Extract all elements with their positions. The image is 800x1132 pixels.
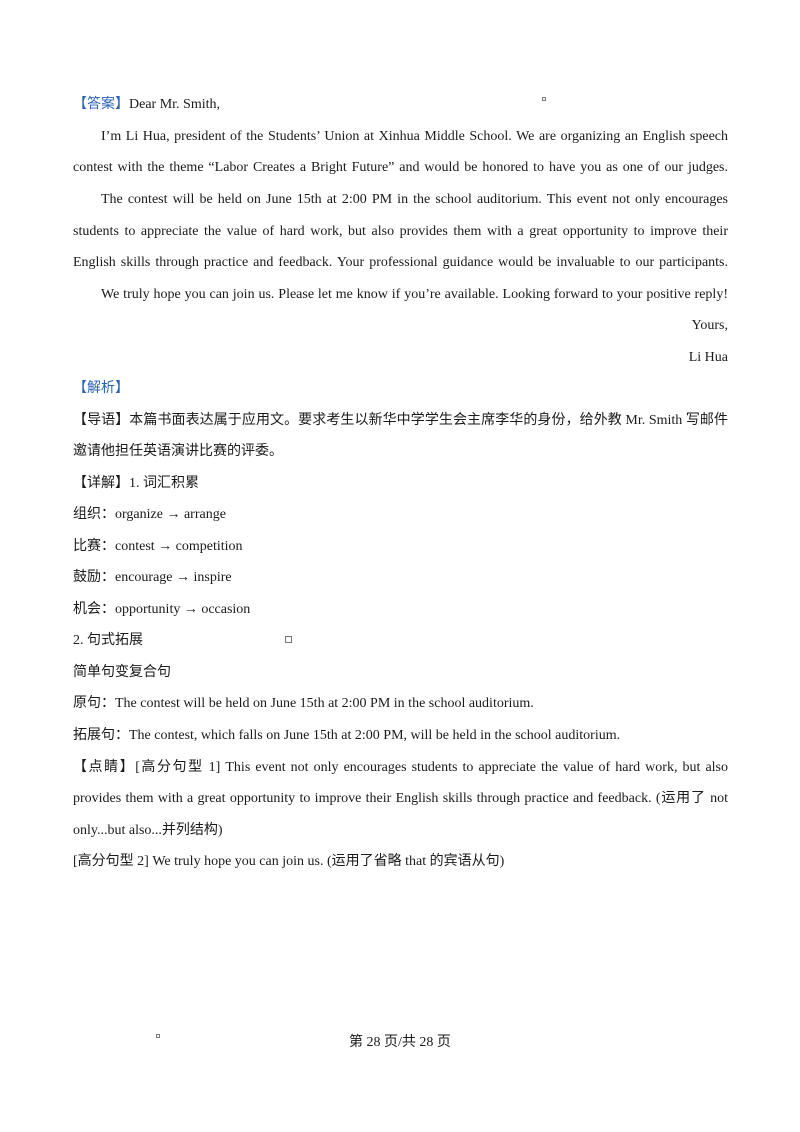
guide-line-1: 【导语】本篇书面表达属于应用文。要求考生以新华中学学生会主席李华的身份，给外教 … [73,411,728,431]
paragraph-1-line-2: contest with the theme “Labor Creates a … [73,160,728,175]
expanded-sentence: 拓展句：The contest, which falls on June 15t… [73,728,621,743]
scan-mark [542,97,546,101]
vocab-item: 鼓励：encourage → inspire [73,570,232,585]
guide-tag: 【导语】 [73,413,130,428]
scan-mark [156,1034,160,1038]
paragraph-1-line-1: I’m Li Hua, president of the Students’ U… [101,129,728,144]
page-number-footer: 第 28 页/共 28 页 [349,1035,451,1050]
vocab-item: 组织：organize → arrange [73,507,226,522]
signature: Li Hua [688,350,728,365]
section-1-title: 1. 词汇积累 [129,476,199,491]
closing: Yours, [691,318,728,333]
detail-tag: 【详解】 [73,476,129,491]
guide-text: 本篇书面表达属于应用文。要求考生以新华中学学生会主席李华的身份，给外教 Mr. … [129,413,728,428]
paragraph-2-line-3: English skills through practice and feed… [73,255,728,270]
section-2-subtitle: 简单句变复合句 [73,665,171,680]
paragraph-2-line-2: students to appreciate the value of hard… [73,224,728,239]
scan-mark [285,636,292,643]
highlight-line-3: only...but also...并列结构) [73,823,223,838]
paragraph-2-line-1: The contest will be held on June 15th at… [101,192,728,207]
highlight-line-4: [高分句型 2] We truly hope you can join us. … [73,854,505,869]
highlight-line-2: provides them with a great opportunity t… [73,791,728,806]
vocab-item: 比赛：contest → competition [73,539,243,554]
answer-salutation-line: 【答案】Dear Mr. Smith, [73,95,728,115]
paragraph-3-line-1: We truly hope you can join us. Please le… [101,287,728,302]
salutation: Dear Mr. Smith, [129,97,220,112]
detail-line: 【详解】1. 词汇积累 [73,474,728,494]
vocab-item: 机会：opportunity → occasion [73,602,251,617]
highlight-tag: 【点睛】 [73,760,136,775]
highlight-line-1: 【点睛】[高分句型 1] This event not only encoura… [73,758,728,778]
analysis-tag: 【解析】 [73,381,129,396]
highlight-text: [高分句型 1] This event not only encourages … [135,760,728,775]
original-sentence: 原句：The contest will be held on June 15th… [73,696,534,711]
section-2-title: 2. 句式拓展 [73,633,143,648]
answer-tag: 【答案】 [73,97,129,112]
guide-line-2: 邀请他担任英语演讲比赛的评委。 [73,444,283,459]
